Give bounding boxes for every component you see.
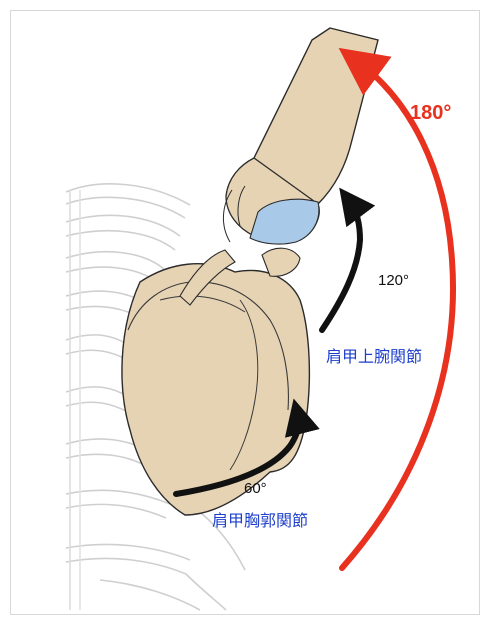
- arc-120-glenohumeral: [319, 187, 376, 333]
- scapulothoracic-joint-label: 肩甲胸郭関節: [212, 511, 309, 530]
- arc-60-scapulothoracic: [173, 398, 320, 497]
- total-angle-label: 180°: [410, 102, 452, 124]
- image-border: [10, 10, 480, 615]
- glenohumeral-joint-label: 肩甲上腕関節: [326, 347, 423, 366]
- arc-180-total: [338, 47, 456, 571]
- glenohumeral-angle-label: 120°: [378, 272, 410, 289]
- scapula: [121, 247, 311, 516]
- scapulothoracic-angle-label: 60°: [244, 480, 267, 497]
